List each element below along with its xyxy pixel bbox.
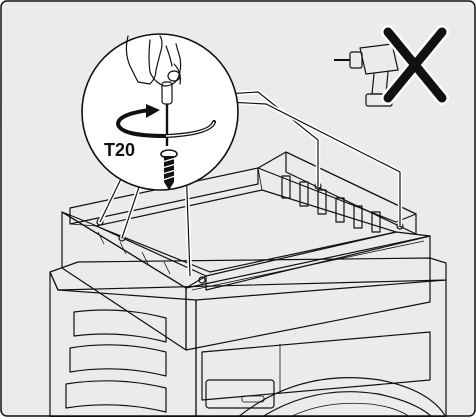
- frame-slots: [281, 175, 381, 233]
- screwdriver-icon: [161, 81, 173, 146]
- hand-icon: [125, 35, 182, 87]
- no-power-drill-icon: [334, 25, 449, 107]
- rotation-arrow-icon: [115, 104, 216, 139]
- frame-ribs-left: [97, 231, 171, 275]
- pedestal-frame: [61, 151, 431, 351]
- detail-magnifier: T20: [81, 33, 239, 191]
- door-porthole: [237, 377, 447, 417]
- washing-machine: [49, 257, 447, 417]
- screw-icon: [160, 149, 178, 190]
- bit-size-label: T20: [104, 140, 135, 160]
- callout-lines-right: [225, 89, 403, 226]
- side-ribs: [65, 309, 167, 413]
- screw-hole-front-mid: [198, 276, 206, 284]
